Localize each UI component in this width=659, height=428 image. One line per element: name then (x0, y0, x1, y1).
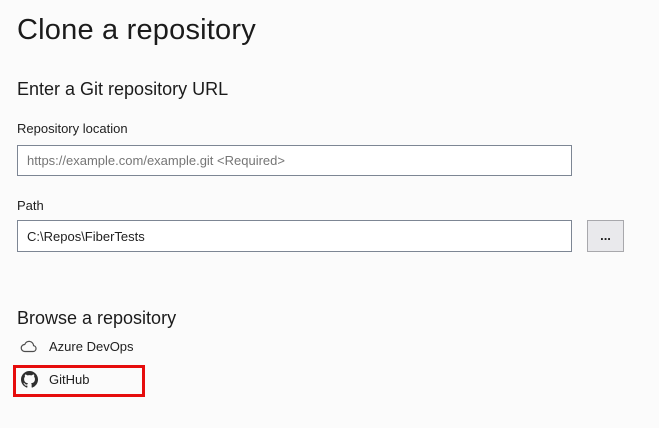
page-title: Clone a repository (17, 14, 256, 46)
repository-location-label: Repository location (17, 121, 128, 136)
repository-location-input[interactable] (17, 145, 572, 176)
path-label: Path (17, 198, 44, 213)
url-section-heading: Enter a Git repository URL (17, 79, 229, 99)
azure-devops-cloud-icon (20, 340, 38, 353)
provider-label-azure-devops: Azure DevOps (49, 339, 134, 354)
provider-label-github: GitHub (49, 372, 90, 387)
github-icon (20, 371, 38, 388)
browse-path-button[interactable]: ... (587, 220, 624, 252)
provider-item-github[interactable]: GitHub (20, 371, 89, 388)
browse-section-heading: Browse a repository (17, 308, 177, 328)
path-input[interactable] (17, 220, 572, 252)
provider-item-azure-devops[interactable]: Azure DevOps (20, 339, 134, 354)
